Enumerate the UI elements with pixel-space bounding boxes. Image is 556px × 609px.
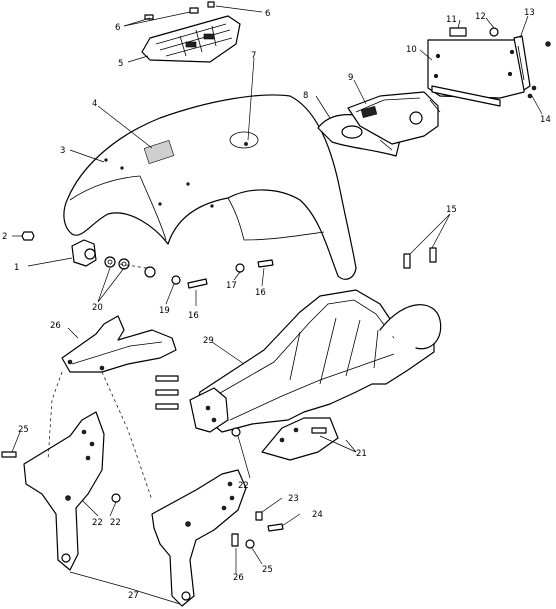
callout-labels: 1 2 3 4 5 6 6 7 8 9 10 11 12 13 14 15 16… <box>2 8 551 601</box>
callout-7: 7 <box>251 51 256 61</box>
bracket-hardware <box>1 451 284 549</box>
tail-light-housing <box>317 114 401 157</box>
callout-27: 27 <box>128 591 139 601</box>
callout-22-mid: 22 <box>110 518 121 528</box>
callout-22-left: 22 <box>92 518 103 528</box>
side-bracket-right <box>151 469 247 607</box>
license-plate-bracket <box>427 27 525 107</box>
strut-bracket <box>61 315 177 373</box>
callout-13: 13 <box>524 8 535 18</box>
wire-clips <box>403 247 437 269</box>
callout-3: 3 <box>60 146 65 156</box>
plate-bracket-hardware <box>489 27 551 99</box>
callout-10: 10 <box>406 45 417 55</box>
callout-26-upper: 26 <box>50 321 61 331</box>
callout-6-left: 6 <box>115 23 120 33</box>
rack-screws <box>144 1 215 20</box>
assembly-lines <box>47 263 153 501</box>
callout-16-upper: 16 <box>255 288 266 298</box>
callout-20: 20 <box>92 303 103 313</box>
callout-15: 15 <box>446 205 457 215</box>
callout-29: 29 <box>203 336 214 346</box>
callout-14: 14 <box>540 115 551 125</box>
fender-mount-hardware <box>21 231 156 278</box>
callout-25-left: 25 <box>18 425 29 435</box>
callout-26-lower: 26 <box>233 573 244 583</box>
frame-bolts <box>155 375 327 437</box>
callout-19: 19 <box>159 306 170 316</box>
callout-21: 21 <box>356 449 367 459</box>
tail-light <box>347 91 441 145</box>
callout-25-right: 25 <box>262 565 273 575</box>
callout-11: 11 <box>446 15 457 25</box>
luggage-rack <box>141 15 241 63</box>
callout-1: 1 <box>14 263 19 273</box>
callout-2: 2 <box>2 232 7 242</box>
leader-lines <box>11 5 543 605</box>
callout-12: 12 <box>475 12 486 22</box>
callout-8: 8 <box>303 91 308 101</box>
callout-22-center: 22 <box>238 481 249 491</box>
callout-9: 9 <box>348 73 353 83</box>
rear-frame <box>189 289 442 461</box>
callout-4: 4 <box>92 99 97 109</box>
callout-16-lower: 16 <box>188 311 199 321</box>
callout-6-right: 6 <box>265 9 270 19</box>
callout-23: 23 <box>288 494 299 504</box>
small-hardware <box>171 259 274 289</box>
callout-17: 17 <box>226 281 237 291</box>
rear-fender <box>63 94 357 280</box>
callout-5: 5 <box>118 59 123 69</box>
callout-24: 24 <box>312 510 323 520</box>
side-bracket-left <box>23 411 105 571</box>
